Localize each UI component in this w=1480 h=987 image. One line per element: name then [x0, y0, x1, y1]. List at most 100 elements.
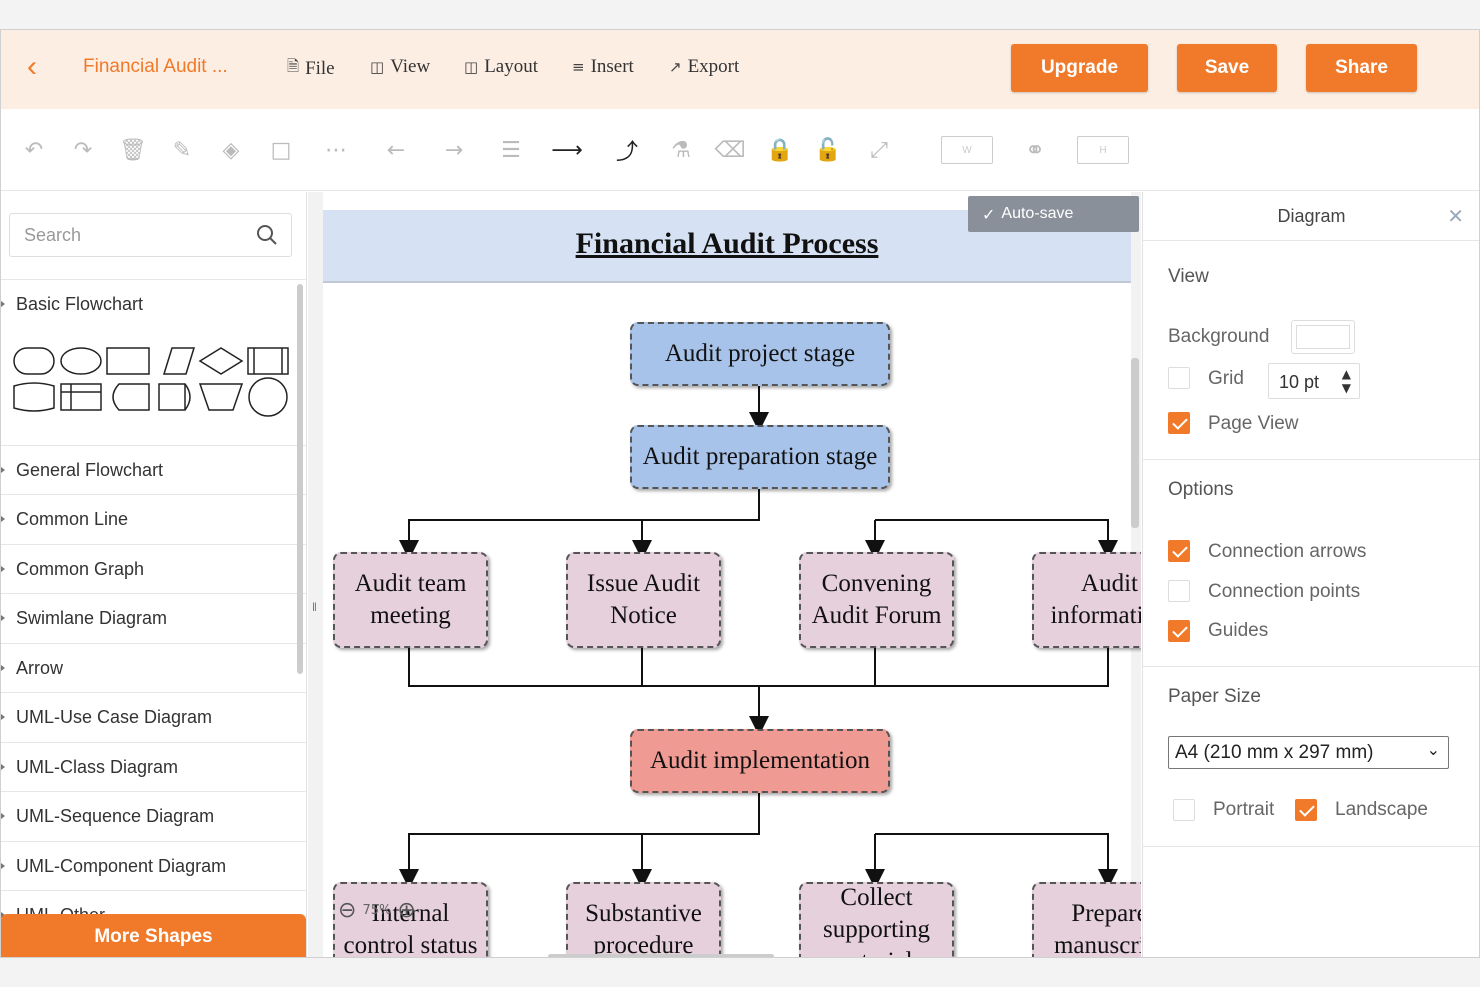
category-uml-component[interactable]: UML-Component Diagram: [1, 841, 306, 890]
landscape-checkbox[interactable]: [1295, 799, 1317, 821]
fill-icon[interactable]: ◈: [222, 137, 240, 163]
arrow-right-icon[interactable]: →: [444, 137, 464, 163]
category-label: UML-Component Diagram: [16, 855, 227, 876]
category-uml-class[interactable]: UML-Class Diagram: [1, 742, 306, 791]
category-arrow[interactable]: Arrow: [1, 643, 306, 692]
guides-checkbox[interactable]: [1168, 620, 1190, 642]
diagram-page[interactable]: Financial Audit Process ✓Auto-save: [323, 192, 1141, 957]
category-swimlane[interactable]: Swimlane Diagram: [1, 593, 306, 642]
canvas-vertical-scrollbar[interactable]: [1131, 358, 1139, 528]
close-icon[interactable]: ✕: [1447, 204, 1464, 228]
arrow-left-icon[interactable]: ←: [386, 137, 406, 163]
category-label: Common Line: [16, 508, 129, 529]
back-arrow-icon[interactable]: ‹: [27, 50, 37, 83]
menu-insert[interactable]: ≡Insert: [572, 56, 634, 78]
basic-shapes-palette[interactable]: [9, 342, 295, 452]
expand-icon: [1, 714, 5, 720]
node-substantive-procedure[interactable]: Substantive procedure: [566, 882, 721, 957]
autosave-label: Auto-save: [1001, 205, 1074, 222]
format-toolbar: ↶ ↷ 🗑 ✎ ◈ □ ⋯ ← → ☰ ⟶ ⤴ ⚗ ⌫ 🔒 🔓 ⤢ W ⚭ H: [1, 109, 1479, 191]
category-uml-sequence[interactable]: UML-Sequence Diagram: [1, 791, 306, 840]
delete-icon[interactable]: 🗑: [119, 137, 147, 163]
grid-size-value: 10 pt: [1279, 372, 1320, 392]
node-internal-control-status[interactable]: Internal control status: [333, 882, 488, 957]
paper-size-select[interactable]: A4 (210 mm x 297 mm)⌄: [1168, 736, 1449, 769]
menu-view[interactable]: ◫ View: [370, 56, 430, 78]
unlock-icon[interactable]: 🔓: [814, 137, 842, 163]
link-icon[interactable]: ⚭: [1024, 136, 1046, 164]
menu-export[interactable]: ↗Export: [669, 56, 739, 78]
category-common-line[interactable]: Common Line: [1, 494, 306, 543]
category-general-flowchart[interactable]: General Flowchart: [1, 445, 306, 494]
connection-points-checkbox[interactable]: [1168, 580, 1190, 602]
background-label: Background: [1168, 326, 1270, 347]
pencil-icon[interactable]: ✎: [172, 137, 192, 163]
category-uml-use-case[interactable]: UML-Use Case Diagram: [1, 692, 306, 741]
node-audit-project-stage[interactable]: Audit project stage: [630, 322, 890, 386]
search-input[interactable]: Search: [9, 213, 292, 257]
node-audit-preparation-stage[interactable]: Audit preparation stage: [630, 425, 890, 489]
page-view-checkbox[interactable]: [1168, 412, 1190, 434]
lock-icon[interactable]: 🔒: [766, 137, 794, 163]
share-button[interactable]: Share: [1306, 44, 1417, 92]
upgrade-button[interactable]: Upgrade: [1011, 44, 1148, 92]
menu-layout[interactable]: ◫Layout: [464, 56, 538, 78]
document-title[interactable]: Financial Audit ...: [83, 56, 228, 77]
more-shapes-button[interactable]: More Shapes: [1, 914, 306, 957]
node-audit-implementation[interactable]: Audit implementation: [630, 729, 890, 793]
format-painter-icon[interactable]: ⚗: [671, 137, 691, 163]
stepper-arrows-icon[interactable]: ▲▼: [1341, 367, 1351, 395]
node-convening-audit-forum[interactable]: Convening Audit Forum: [799, 552, 954, 648]
background-swatch: [1296, 325, 1350, 349]
category-basic-flowchart[interactable]: Basic Flowchart: [1, 279, 306, 328]
width-input[interactable]: W: [941, 136, 993, 164]
guides-label: Guides: [1208, 620, 1269, 641]
save-button[interactable]: Save: [1177, 44, 1277, 92]
view-section-heading: View: [1168, 266, 1209, 287]
expand-icon: [1, 665, 5, 671]
node-collect-supporting-materials[interactable]: Collect supporting materials: [799, 882, 954, 957]
view-icon: ◫: [370, 58, 385, 76]
search-placeholder: Search: [24, 225, 82, 245]
left-panel-scrollbar[interactable]: [297, 284, 303, 674]
node-issue-audit-notice[interactable]: Issue Audit Notice: [566, 552, 721, 648]
line-dash-icon[interactable]: ⋯: [325, 137, 347, 163]
line-arrow-icon[interactable]: ⟶: [551, 137, 583, 163]
menu-file[interactable]: 🗎File: [287, 56, 335, 81]
zoom-out-icon[interactable]: ⊖: [338, 898, 357, 923]
node-prepare-manuscript[interactable]: Prepare manuscript: [1032, 882, 1141, 957]
portrait-label: Portrait: [1213, 799, 1275, 820]
paper-size-section-heading: Paper Size: [1168, 686, 1261, 707]
search-icon[interactable]: [255, 223, 279, 247]
undo-icon[interactable]: ↶: [24, 137, 44, 163]
align-icon[interactable]: ☰: [501, 137, 521, 163]
eraser-icon[interactable]: ⌫: [714, 137, 746, 163]
redo-icon[interactable]: ↷: [73, 137, 93, 163]
connection-arrows-checkbox[interactable]: [1168, 540, 1190, 562]
diagram-title[interactable]: Financial Audit Process: [575, 227, 879, 260]
menu-view-label: View: [390, 56, 431, 77]
diagram-canvas[interactable]: Financial Audit Process ✓Auto-save: [308, 192, 1141, 957]
page-view-label: Page View: [1208, 413, 1299, 434]
grid-label: Grid: [1208, 368, 1244, 389]
category-label: UML-Class Diagram: [16, 756, 179, 777]
canvas-horizontal-scrollbar[interactable]: [548, 954, 774, 957]
panel-resize-handle[interactable]: ‖: [312, 600, 317, 614]
export-icon: ↗: [669, 58, 682, 76]
landscape-label: Landscape: [1335, 799, 1428, 820]
portrait-checkbox[interactable]: [1173, 799, 1195, 821]
category-common-graph[interactable]: Common Graph: [1, 544, 306, 593]
category-label: Swimlane Diagram: [16, 607, 168, 628]
layout-icon: ◫: [464, 58, 479, 76]
node-audit-team-meeting[interactable]: Audit team meeting: [333, 552, 488, 648]
fit-icon[interactable]: ⤢: [870, 137, 888, 163]
background-color-picker[interactable]: [1291, 320, 1355, 354]
grid-checkbox[interactable]: [1168, 367, 1190, 389]
connector-icon[interactable]: ⤴: [615, 140, 638, 165]
node-audit-information[interactable]: Audit information: [1032, 552, 1141, 648]
zoom-in-icon[interactable]: ⊕: [397, 898, 416, 923]
grid-size-stepper[interactable]: 10 pt ▲▼: [1268, 363, 1360, 399]
shadow-icon[interactable]: □: [270, 137, 292, 163]
height-input[interactable]: H: [1077, 136, 1129, 164]
shape-library-panel: Search Basic Flowchart General Flowchart: [1, 192, 307, 957]
